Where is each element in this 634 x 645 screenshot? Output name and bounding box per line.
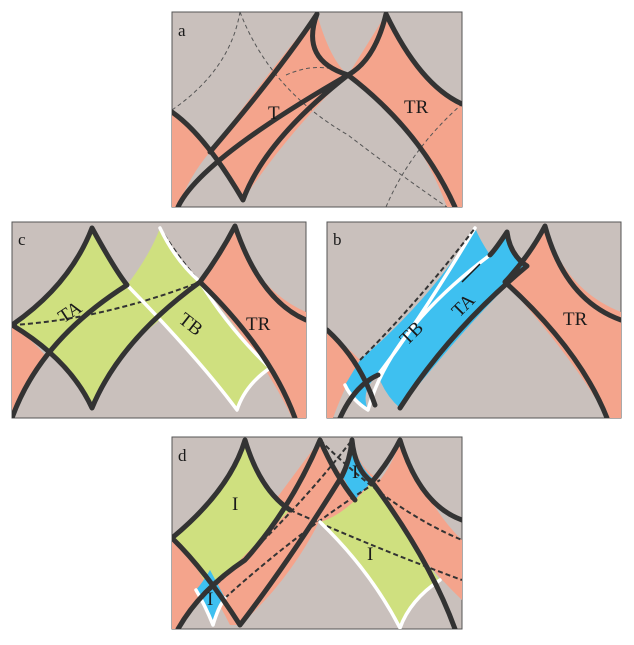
panel-a-boundary-curve [172, 12, 462, 207]
panel-c-boundary-curve [12, 223, 306, 418]
panel-d-region-i2-label: I [352, 462, 358, 483]
panel-c-region-tr-label: TR [246, 314, 271, 335]
panel-a-dashed-curve [172, 12, 462, 207]
panel-d-region-i3-label: I [367, 544, 373, 565]
panel-d-region-i4-label: I [207, 589, 213, 610]
panel-d-region-i3 [320, 482, 440, 628]
panel-b-region-left [327, 330, 360, 418]
panel-b-dashed-line [359, 227, 476, 361]
panel-a-region-left [172, 112, 210, 207]
panel-d-dashed-line [209, 439, 462, 599]
panel-d-region-i4 [196, 570, 225, 625]
panel-b: b TB TA TR [326, 221, 622, 419]
panel-c-region-tb [127, 228, 270, 410]
panel-a-region-t [210, 14, 348, 200]
panel-a-region-t-label: T [268, 103, 280, 124]
panel-a-region-tr [348, 14, 462, 207]
panel-b-region-tr-label: TR [563, 309, 588, 330]
panel-b-region-tr [505, 226, 621, 418]
panel-c-label: c [18, 230, 26, 249]
panel-c-dashed-line [12, 227, 201, 326]
panel-c: c TA TB TR [11, 221, 307, 419]
panel-d: d I I I I [171, 436, 463, 630]
panel-d-region-i1-label: I [232, 494, 238, 515]
panel-a-label: a [178, 21, 186, 40]
panel-b-label: b [333, 230, 342, 249]
panel-a-region-tr-label: TR [404, 97, 429, 118]
panel-b-region-tb-tabar [345, 228, 527, 410]
panel-a: a T TR [171, 11, 463, 208]
panel-b-overbar [461, 263, 481, 283]
panel-b-boundary-curve [327, 223, 621, 418]
panel-d-boundary-curve [172, 437, 462, 629]
panel-d-label: d [178, 446, 187, 465]
panel-c-region-tr [200, 226, 306, 418]
